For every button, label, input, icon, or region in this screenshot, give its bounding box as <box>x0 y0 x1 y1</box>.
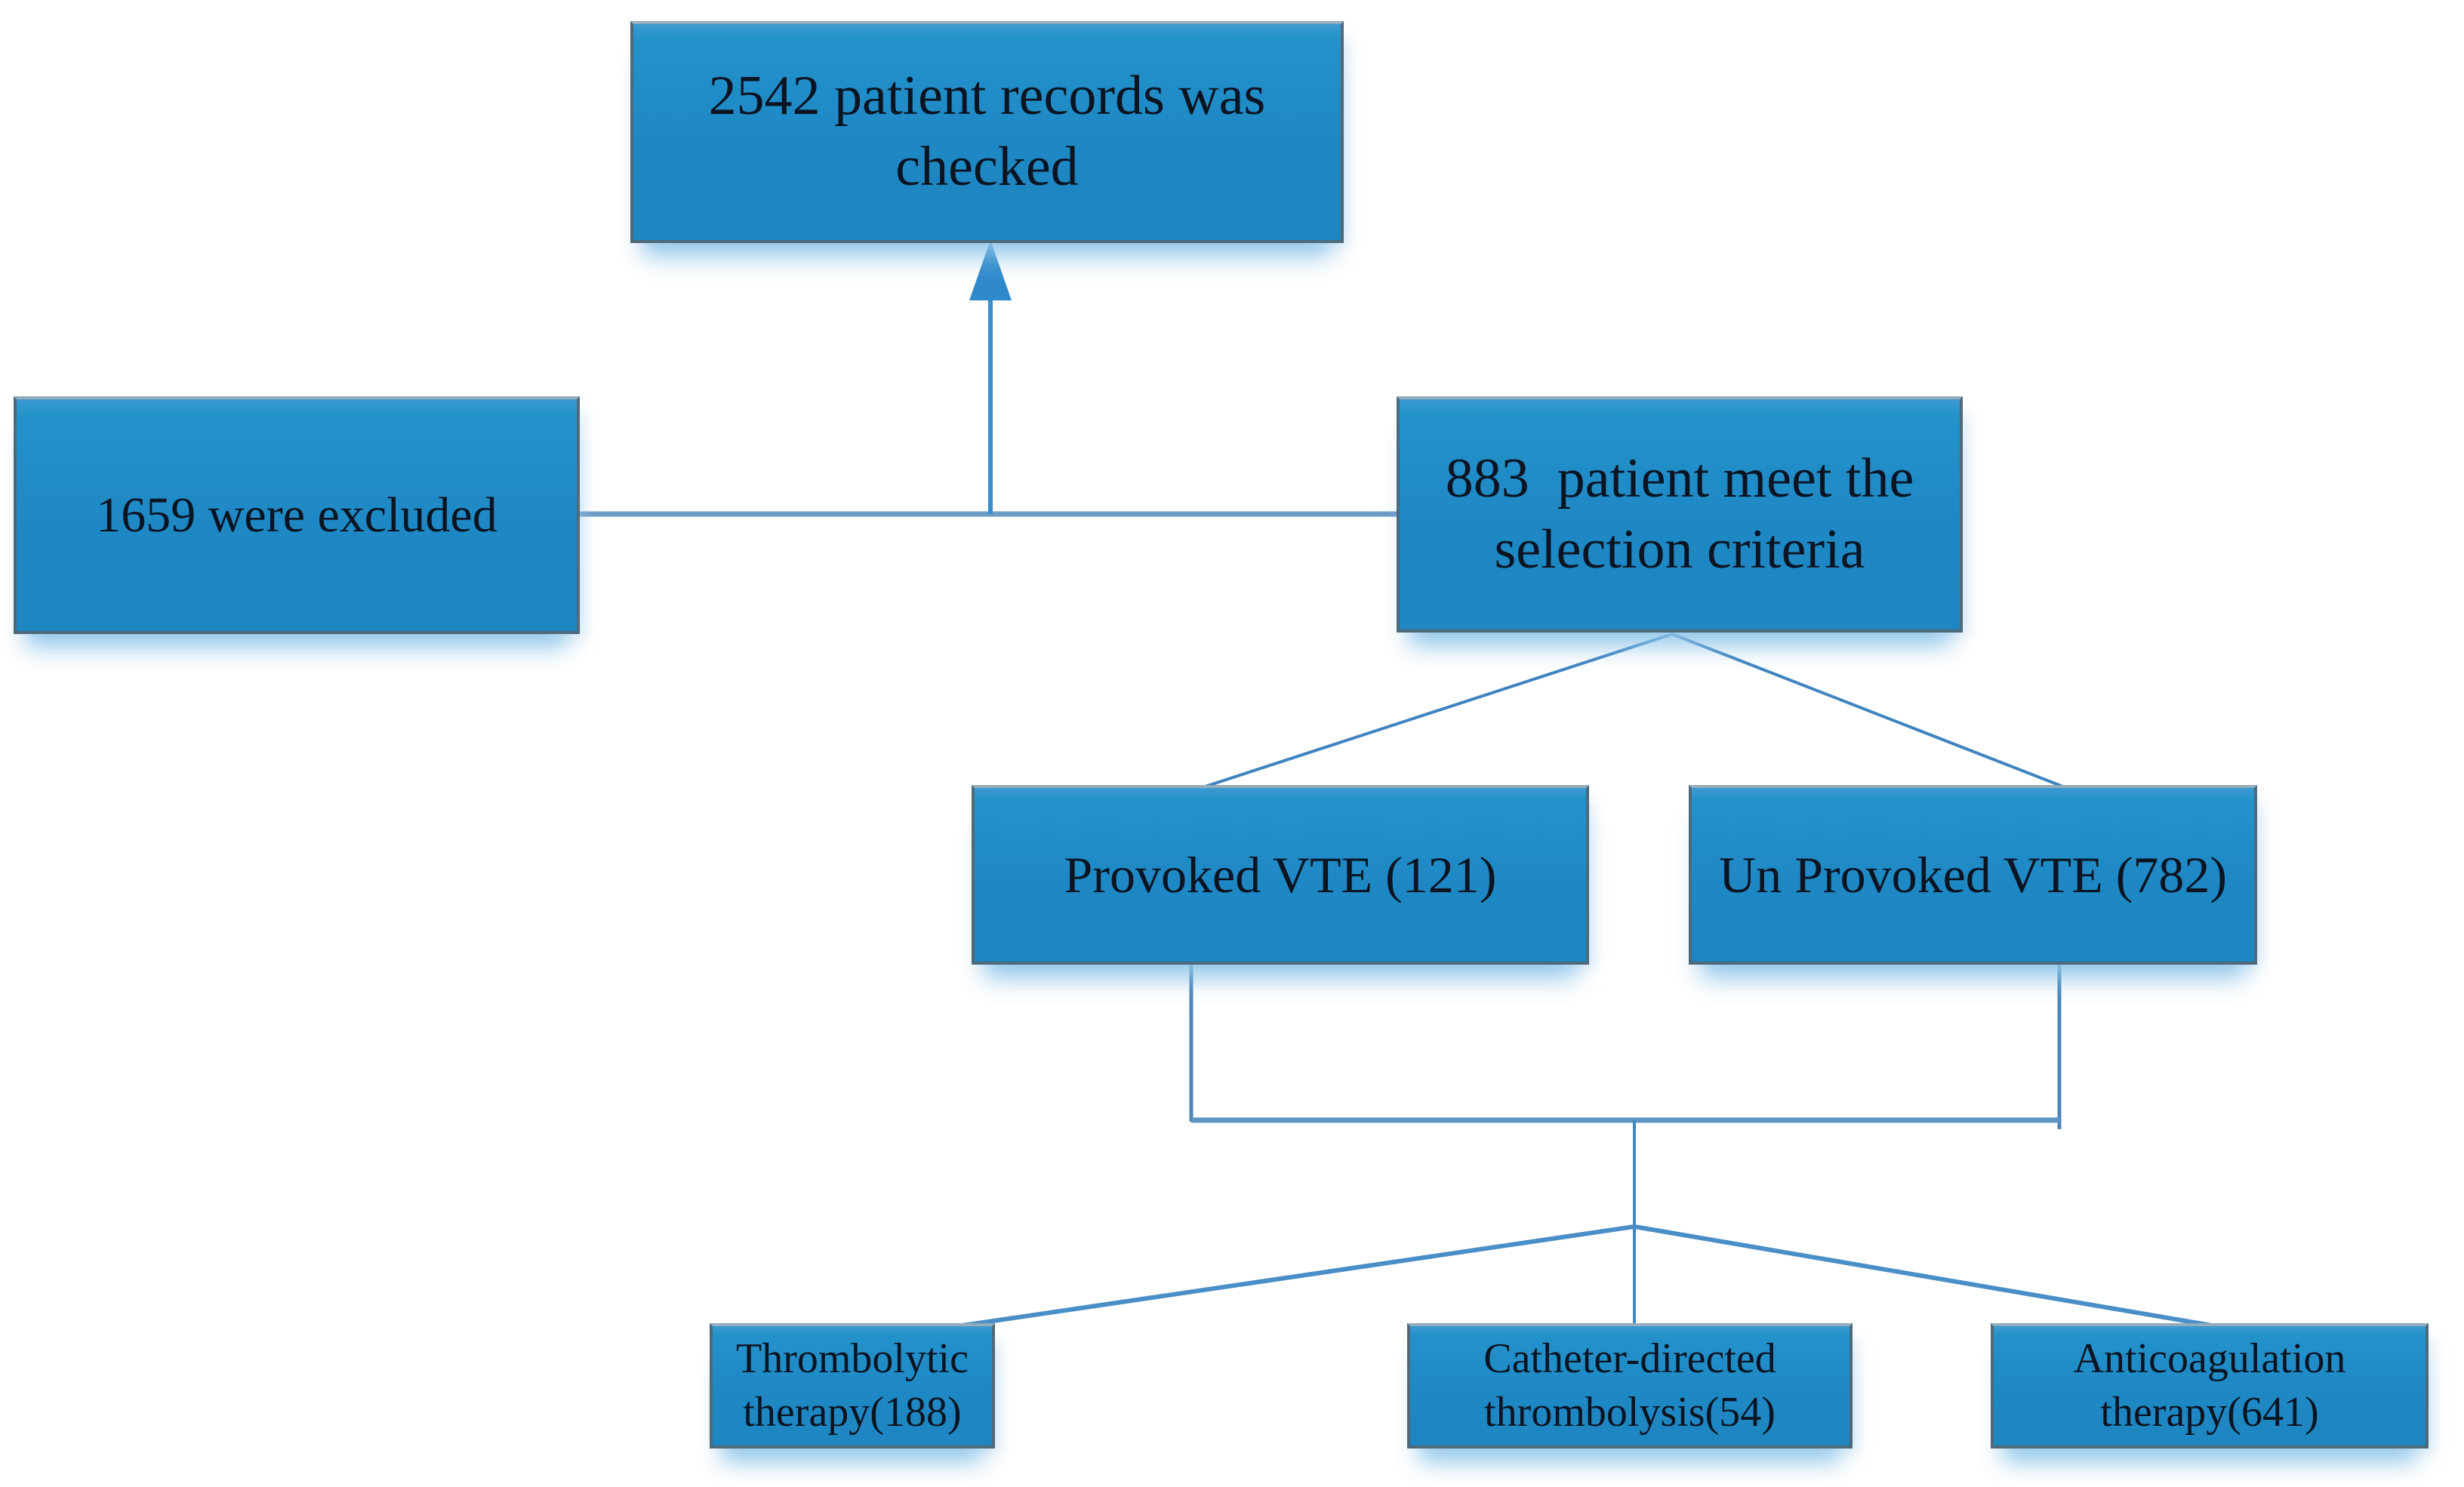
node-catheter-directed: Catheter-directed thrombolysis(54) <box>1407 1323 1853 1449</box>
connector-criteria-to-provoked <box>1190 633 1673 793</box>
node-unprovoked-vte: Un Provoked VTE (782) <box>1689 785 2257 965</box>
node-unprovoked-vte-label: Un Provoked VTE (782) <box>1719 845 2227 904</box>
node-thrombolytic-label: Thrombolytic therapy(188) <box>736 1335 969 1436</box>
connector-split-to-thrombolytic <box>962 1224 1635 1328</box>
node-selection-criteria-label: 883 patient meet the selection criteria <box>1445 447 1914 580</box>
node-excluded-label: 1659 were excluded <box>96 487 497 543</box>
connector-criteria-to-unprovoked <box>1671 633 2075 793</box>
node-records-checked-label: 2542 patient records was checked <box>708 65 1266 198</box>
node-excluded: 1659 were excluded <box>14 396 580 634</box>
node-records-checked: 2542 patient records was checked <box>630 21 1344 243</box>
arrowhead-up-icon <box>969 240 1012 300</box>
node-provoked-vte: Provoked VTE (121) <box>972 785 1589 965</box>
node-thrombolytic: Thrombolytic therapy(188) <box>710 1323 995 1449</box>
node-provoked-vte-label: Provoked VTE (121) <box>1064 845 1497 904</box>
node-anticoagulation-label: Anticoagulation therapy(641) <box>2073 1335 2346 1436</box>
node-anticoagulation: Anticoagulation therapy(641) <box>1991 1323 2429 1449</box>
node-catheter-directed-label: Catheter-directed thrombolysis(54) <box>1483 1335 1776 1436</box>
node-selection-criteria: 883 patient meet the selection criteria <box>1397 396 1963 633</box>
connector-split-to-anticoagulation <box>1634 1224 2213 1328</box>
